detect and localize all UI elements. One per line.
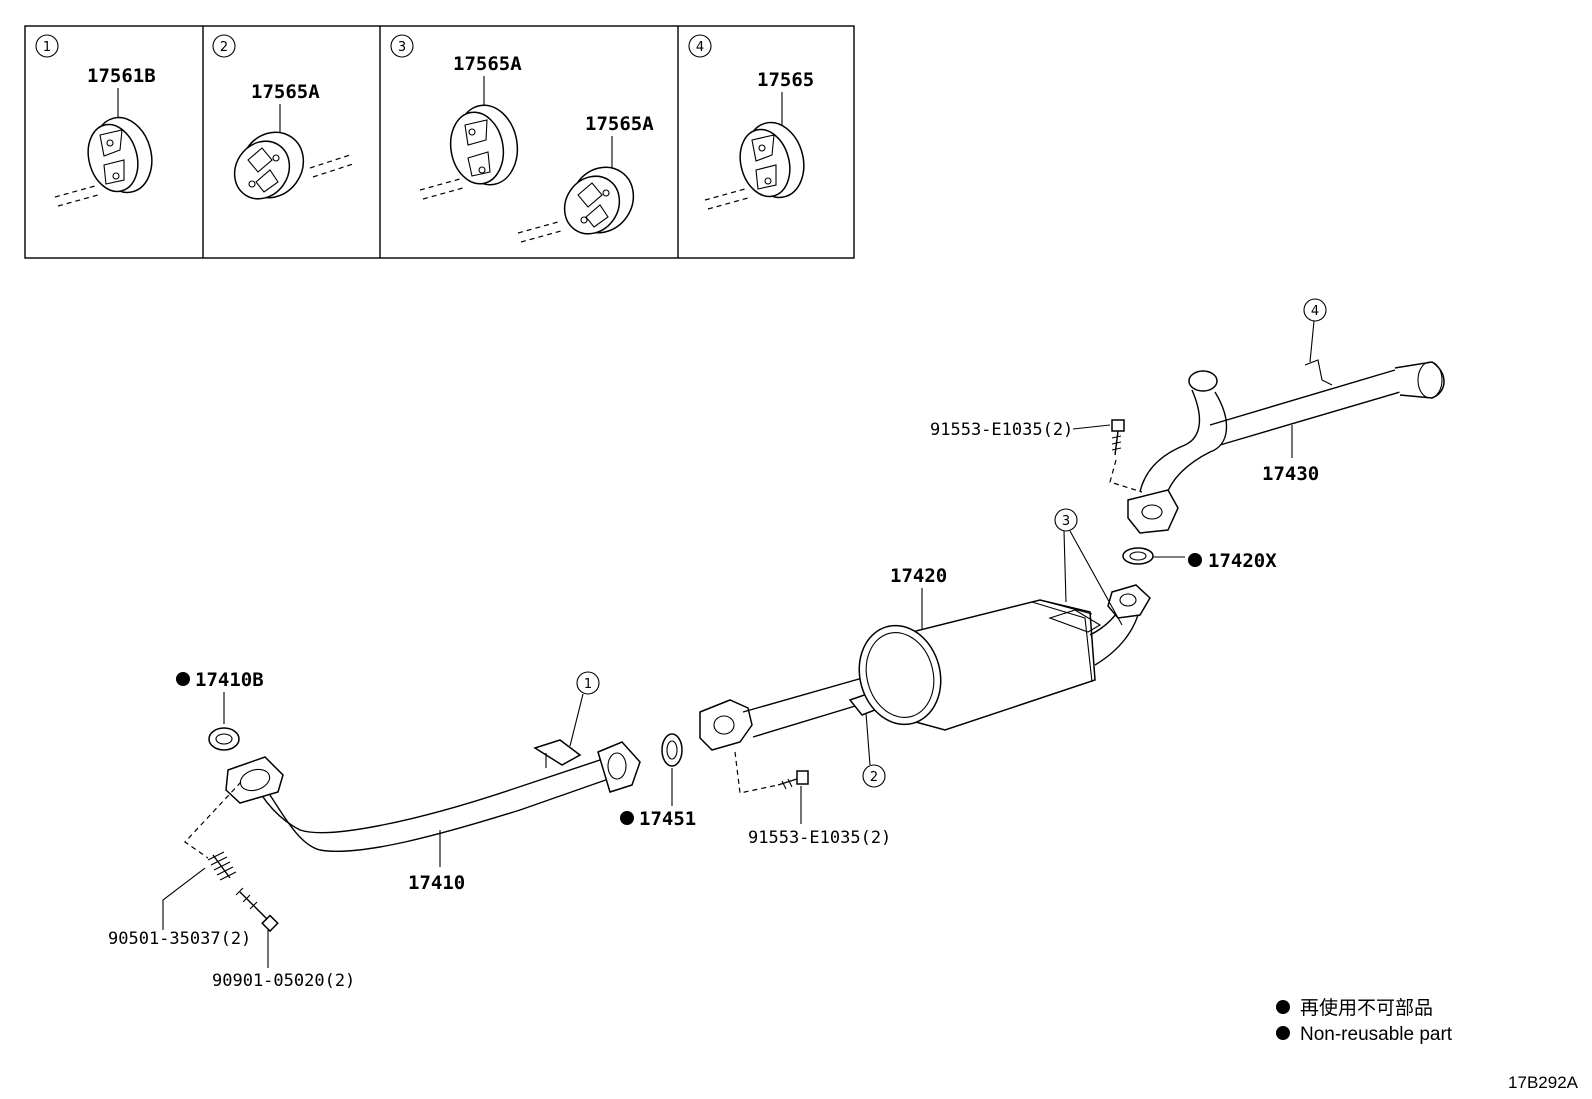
part-label-17420: 17420: [890, 565, 947, 587]
part-label-17420X: 17420X: [1208, 550, 1277, 572]
callout-4: [1303, 298, 1327, 322]
part-label: 17565A: [453, 53, 522, 75]
bolt-icon: [1111, 419, 1125, 456]
rubber-hanger-icon: [739, 121, 805, 199]
non-reusable-bullet: [176, 672, 190, 686]
callout-1: [576, 671, 600, 695]
part-label-17451: 17451: [639, 808, 696, 830]
part-label: 17565A: [585, 113, 654, 135]
bolt-icon: [235, 887, 279, 933]
part-label: 17561B: [87, 65, 156, 87]
legend-bullet: [1276, 1026, 1290, 1040]
inset-3: 3 17565A 17565A: [390, 34, 654, 243]
rubber-hanger-icon: [563, 166, 635, 235]
rubber-hanger-icon: [449, 104, 519, 186]
non-reusable-bullet: [620, 811, 634, 825]
part-label-spring: 90501-35037(2): [108, 929, 251, 949]
part-label: 17565A: [251, 81, 320, 103]
part-label-17430: 17430: [1262, 463, 1319, 485]
assembly-line: [734, 751, 779, 794]
tail-pipe-17430: [1127, 359, 1445, 534]
legend-line-en: Non-reusable part: [1300, 1024, 1453, 1045]
callout-number: 1: [584, 677, 592, 692]
callout-number: 2: [870, 770, 878, 785]
inset-4: 4 17565: [688, 34, 814, 210]
inset-panel: [24, 25, 855, 259]
callout-2: [862, 764, 886, 788]
diagram-code: 17B292A: [1508, 1073, 1579, 1092]
inset-number: 2: [220, 40, 228, 55]
inset-number: 1: [43, 40, 51, 55]
inset-1: 1 17561B: [35, 34, 156, 207]
front-pipe-17410: [225, 739, 641, 853]
part-label: 17565: [757, 69, 814, 91]
inset-number: 3: [398, 40, 406, 55]
gasket-17420X-icon: [1122, 547, 1154, 565]
part-label-bolt-mid: 91553-E1035(2): [748, 828, 891, 848]
assembly-line: [184, 781, 242, 859]
part-label-bolt-bottom: 90901-05020(2): [212, 971, 355, 991]
legend-line-jp: 再使用不可部品: [1300, 997, 1433, 1019]
legend: 再使用不可部品 Non-reusable part: [1276, 997, 1453, 1045]
center-pipe-muffler-17420: [699, 584, 1151, 751]
inset-number: 4: [696, 40, 704, 55]
rubber-hanger-icon: [233, 131, 305, 200]
part-label-bolt-top: 91553-E1035(2): [930, 420, 1073, 440]
gasket-17451-icon: [661, 733, 683, 767]
bolt-icon: [777, 770, 809, 790]
inset-2: 2 17565A: [212, 34, 354, 200]
part-label-17410B: 17410B: [195, 669, 264, 691]
callout-3: [1054, 508, 1078, 532]
callout-number: 4: [1311, 304, 1319, 319]
non-reusable-bullet: [1188, 553, 1202, 567]
legend-bullet: [1276, 1000, 1290, 1014]
spring-icon: [207, 851, 237, 881]
gasket-17410B-icon: [208, 727, 240, 751]
assembly-line: [1109, 459, 1143, 493]
callout-number: 3: [1062, 514, 1070, 529]
rubber-hanger-icon: [87, 116, 153, 194]
part-label-17410: 17410: [408, 872, 465, 894]
